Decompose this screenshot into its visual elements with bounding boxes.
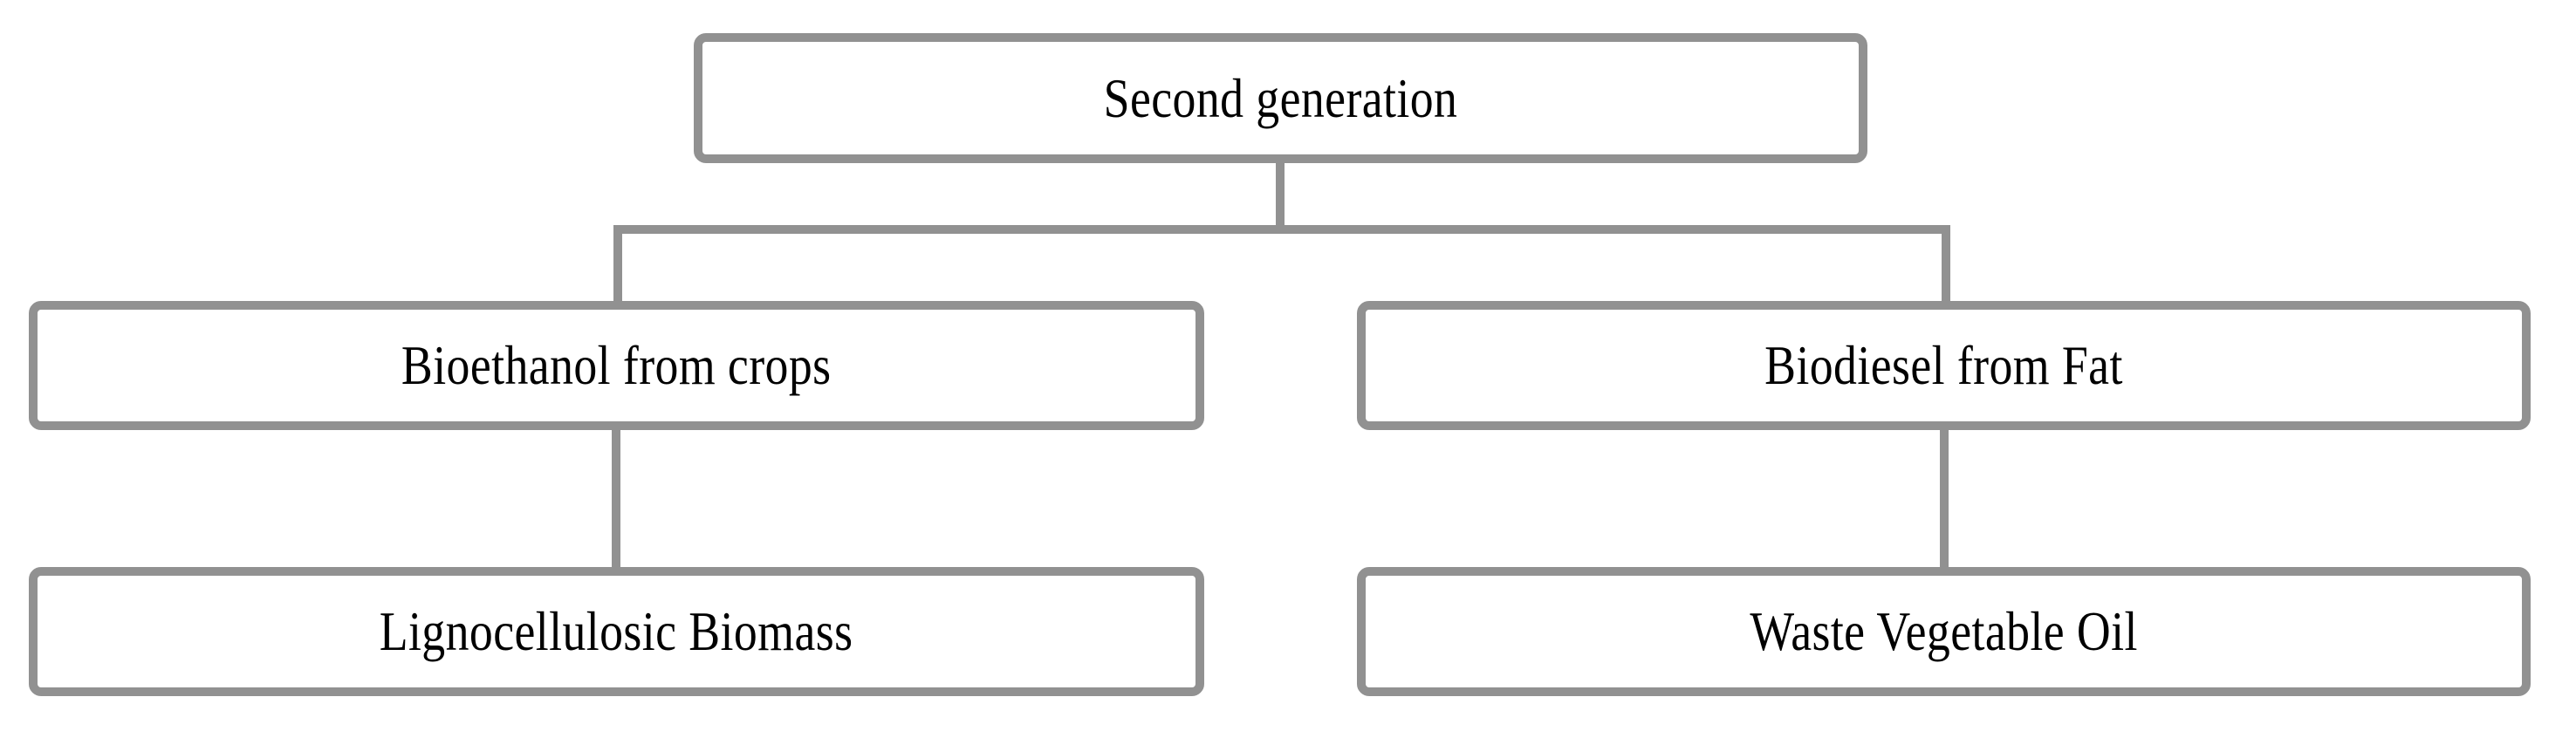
node-second-generation: Second generation [694, 33, 1867, 163]
node-label-lignocellulosic-biomass: Lignocellulosic Biomass [380, 600, 853, 662]
connector-biodiesel-to-waste-vegetable-oil [1940, 427, 1949, 571]
connector-drop-to-biodiesel [1942, 225, 1950, 305]
node-label-waste-vegetable-oil: Waste Vegetable Oil [1750, 600, 2138, 662]
connector-horizontal-bar [613, 225, 1950, 234]
connector-bioethanol-to-lignocellulosic-biomass [612, 427, 620, 571]
node-bioethanol-from-crops: Bioethanol from crops [29, 301, 1204, 430]
node-waste-vegetable-oil: Waste Vegetable Oil [1357, 567, 2531, 696]
connector-root-stem [1276, 160, 1285, 234]
node-lignocellulosic-biomass: Lignocellulosic Biomass [29, 567, 1204, 696]
node-biodiesel-from-fat: Biodiesel from Fat [1357, 301, 2531, 430]
node-label-second-generation: Second generation [1103, 66, 1458, 129]
node-label-biodiesel-from-fat: Biodiesel from Fat [1764, 334, 2123, 396]
node-label-bioethanol-from-crops: Bioethanol from crops [401, 334, 832, 396]
connector-drop-to-bioethanol [613, 225, 622, 305]
